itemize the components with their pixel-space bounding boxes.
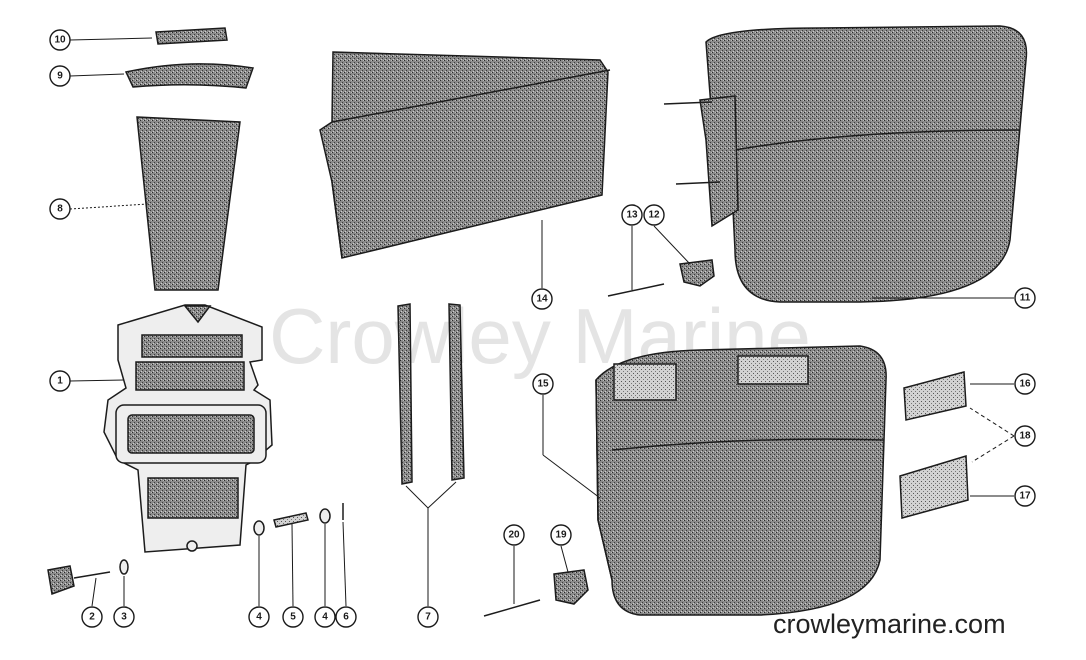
part-13-rod: [607, 283, 665, 297]
svg-text:2: 2: [89, 612, 95, 623]
part-16-decal: [903, 371, 967, 421]
svg-text:5: 5: [290, 612, 296, 623]
part-1-front-housing: [103, 304, 273, 553]
svg-text:6: 6: [343, 612, 349, 623]
part-7-seal-strips: [397, 303, 465, 485]
svg-text:1: 1: [57, 376, 63, 387]
part-12-latch: [679, 259, 715, 287]
part-19-latch: [553, 569, 589, 605]
part-4-washer-right: [319, 508, 331, 524]
svg-text:4: 4: [322, 612, 328, 623]
part-9-trim: [124, 63, 255, 89]
callout-9: 9: [49, 65, 71, 87]
callout-1: 1: [49, 370, 71, 392]
callout-20: 20: [503, 524, 525, 546]
callout-4-left: 4: [248, 606, 270, 628]
part-11-cowl-top: [663, 25, 1028, 303]
svg-text:15: 15: [537, 379, 549, 390]
part-20-rod: [483, 599, 541, 617]
part-10-cap: [155, 27, 228, 45]
callout-12: 12: [643, 204, 665, 226]
callout-17: 17: [1014, 485, 1036, 507]
svg-text:4: 4: [256, 612, 262, 623]
part-4-washer-left: [253, 520, 265, 536]
svg-text:3: 3: [121, 612, 127, 623]
svg-text:11: 11: [1020, 293, 1031, 304]
callout-16: 16: [1014, 373, 1036, 395]
callout-4-right: 4: [314, 606, 336, 628]
svg-text:18: 18: [1019, 431, 1031, 442]
callout-15: 15: [532, 373, 554, 395]
callout-18: 18: [1014, 425, 1036, 447]
svg-text:8: 8: [57, 204, 63, 215]
callout-2: 2: [81, 606, 103, 628]
website-label: crowleymarine.com: [773, 609, 1006, 639]
part-5-spring: [273, 512, 309, 528]
part-14-cover-half: [319, 51, 611, 259]
part-17-decal: [899, 455, 969, 519]
svg-text:13: 13: [626, 210, 638, 221]
part-8-panel: [136, 116, 241, 291]
callout-19: 19: [550, 524, 572, 546]
part-15-cowl-bottom: [595, 345, 887, 616]
svg-text:7: 7: [425, 612, 431, 623]
callout-8: 8: [49, 198, 71, 220]
callout-3: 3: [113, 606, 135, 628]
leader-lines: [69, 37, 1015, 607]
svg-text:10: 10: [54, 35, 66, 46]
callout-13: 13: [621, 204, 643, 226]
svg-text:19: 19: [555, 530, 567, 541]
callout-6: 6: [335, 606, 357, 628]
callout-14: 14: [531, 288, 553, 310]
svg-text:20: 20: [508, 530, 520, 541]
callout-5: 5: [282, 606, 304, 628]
svg-text:9: 9: [57, 71, 63, 82]
callout-7: 7: [417, 606, 439, 628]
callout-10: 10: [49, 29, 71, 51]
svg-text:14: 14: [536, 294, 548, 305]
svg-text:17: 17: [1019, 491, 1031, 502]
part-3-washer: [119, 559, 129, 575]
svg-text:12: 12: [648, 210, 660, 221]
svg-text:16: 16: [1019, 379, 1031, 390]
callout-11: 11: [1014, 287, 1036, 309]
part-2-knob: [47, 565, 111, 596]
